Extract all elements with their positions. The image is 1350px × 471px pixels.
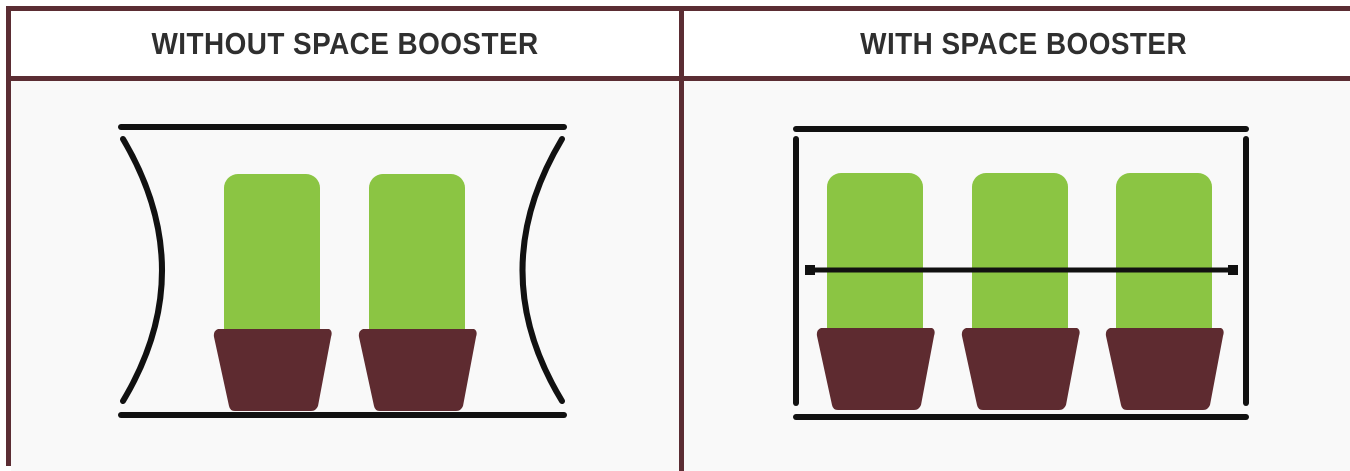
plant-pot xyxy=(817,328,935,410)
panel-without xyxy=(11,81,679,471)
column-with: WITH SPACE BOOSTER xyxy=(684,11,1350,471)
plant-leaves xyxy=(972,173,1068,343)
plant-pot xyxy=(962,328,1080,410)
column-heading: WITHOUT SPACE BOOSTER xyxy=(151,26,538,62)
column-heading: WITH SPACE BOOSTER xyxy=(861,26,1188,62)
tent-with-booster-illustration xyxy=(684,81,1350,471)
plant-leaves xyxy=(1116,173,1212,343)
tent-right-wall-bowed xyxy=(523,139,563,401)
space-booster-end-cap xyxy=(1228,265,1238,275)
column-header-with: WITH SPACE BOOSTER xyxy=(684,11,1350,81)
plant-leaves xyxy=(369,174,465,344)
tent-without-booster-illustration xyxy=(11,81,679,471)
comparison-table: WITHOUT SPACE BOOSTER WITH SPACE BOOSTER xyxy=(6,6,1350,466)
plant-leaves xyxy=(827,173,923,343)
tent-left-wall-bowed xyxy=(123,139,162,401)
panel-with xyxy=(684,81,1350,471)
space-booster-end-cap xyxy=(805,265,815,275)
plant-pot xyxy=(214,329,332,411)
plant-leaves xyxy=(224,174,320,344)
plant-pot xyxy=(1106,328,1224,410)
column-without: WITHOUT SPACE BOOSTER xyxy=(11,11,684,471)
column-header-without: WITHOUT SPACE BOOSTER xyxy=(11,11,679,81)
plant-pot xyxy=(359,329,477,411)
